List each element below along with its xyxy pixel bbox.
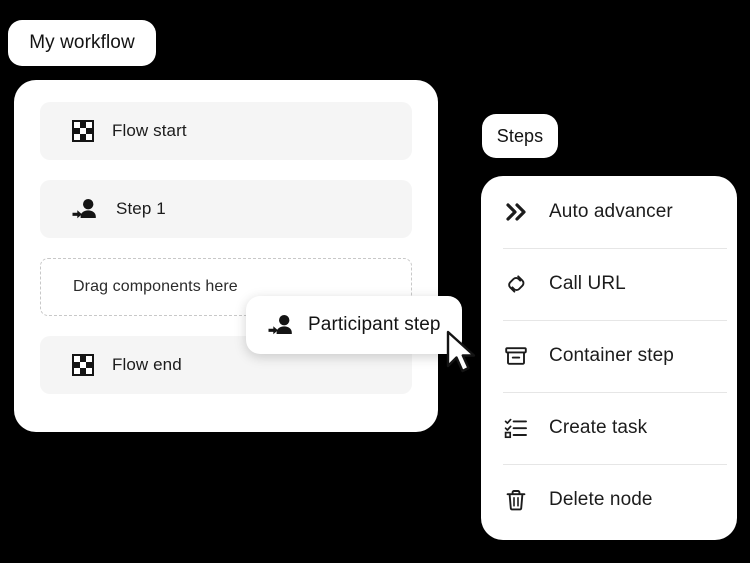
mouse-pointer-icon (446, 330, 476, 373)
steps-title-text: Steps (496, 125, 544, 146)
workflow-dropzone[interactable]: Drag components here (40, 258, 412, 316)
workflow-node-label: Flow end (112, 355, 182, 374)
menu-item-auto-advancer[interactable]: Auto advancer (481, 176, 737, 248)
workflow-canvas-card: Flow start Step 1 Drag components here F… (14, 80, 438, 432)
menu-item-label: Auto advancer (549, 201, 673, 222)
steps-menu-card: Auto advancer Call URL Container step (481, 176, 737, 540)
menu-item-create-task[interactable]: Create task (481, 392, 737, 464)
menu-item-call-url[interactable]: Call URL (481, 248, 737, 320)
drag-preview-chip[interactable]: Participant step (246, 296, 462, 354)
steps-title-pill: Steps (482, 114, 558, 158)
workflow-node-label: Flow start (112, 121, 187, 140)
checkered-flag-icon (72, 120, 94, 142)
menu-item-container-step[interactable]: Container step (481, 320, 737, 392)
menu-item-label: Call URL (549, 273, 626, 294)
participant-step-icon (72, 199, 96, 219)
link-icon (508, 275, 525, 293)
workflow-title-pill: My workflow (8, 20, 156, 66)
menu-item-delete-node[interactable]: Delete node (481, 464, 737, 536)
workflow-dropzone-label: Drag components here (73, 278, 238, 295)
workflow-node-label: Step 1 (116, 199, 166, 218)
steps-menu-list: Auto advancer Call URL Container step (481, 176, 737, 536)
drag-preview-label: Participant step (308, 314, 441, 335)
workflow-title-text: My workflow (29, 32, 135, 53)
menu-item-label: Create task (549, 417, 648, 438)
menu-item-label: Container step (549, 345, 674, 366)
menu-item-label: Delete node (549, 489, 653, 510)
checkered-flag-icon (72, 354, 94, 376)
participant-step-icon (268, 315, 292, 335)
archive-box-icon (505, 347, 527, 365)
trash-icon (506, 490, 526, 511)
workflow-node-flow-start[interactable]: Flow start (40, 102, 412, 160)
workflow-node-step-1[interactable]: Step 1 (40, 180, 412, 238)
checklist-icon (504, 418, 527, 439)
double-chevron-right-icon (506, 203, 526, 221)
